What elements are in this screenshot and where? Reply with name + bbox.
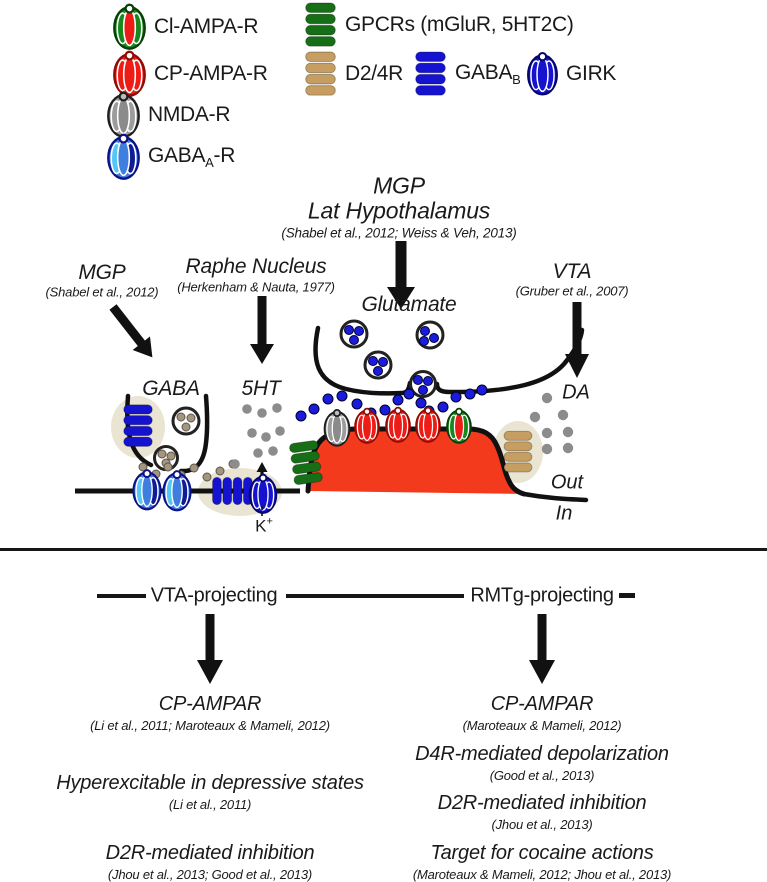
legend-label: Cl-AMPA-R — [154, 15, 259, 38]
finding-text: D2R-mediated inhibition — [437, 792, 647, 814]
arrow-mgp-lh — [387, 241, 415, 309]
input-arrows — [109, 241, 589, 684]
finding-ref: (Jhou et al., 2013; Good et al., 2013) — [107, 867, 313, 882]
finding-text: D2R-mediated inhibition — [105, 842, 315, 864]
finding-text: Hyperexcitable in depressive states — [56, 772, 364, 794]
heading-line-dash — [619, 593, 635, 598]
gaba-label: GABA — [142, 377, 200, 400]
finding-ref: (Good et al., 2013) — [489, 768, 595, 783]
legend-item-d24r: D2/4R — [303, 51, 403, 97]
dendritic-spine — [308, 429, 524, 494]
section-divider — [0, 548, 767, 551]
gabaa-receptor-2 — [162, 470, 192, 512]
finding-ref: (Maroteaux & Mameli, 2012; Jhou et al., … — [412, 867, 672, 882]
girk-receptor-membrane — [248, 473, 278, 514]
arrow-rmtg-projecting — [529, 614, 555, 684]
finding-text: CP-AMPAR — [490, 693, 594, 715]
gpcr-coil-membrane — [288, 439, 324, 486]
finding-text: CP-AMPAR — [158, 693, 262, 715]
potassium-label: K+ — [255, 515, 273, 536]
legend-label: GPCRs (mGluR, 5HT2C) — [345, 13, 574, 36]
input-top-ref: (Shabel et al., 2012; Weiss & Veh, 2013) — [281, 225, 517, 241]
legend-label: CP-AMPA-R — [154, 62, 268, 85]
legend-label: GABAB — [455, 60, 521, 88]
right-item-d2r-inhibition: D2R-mediated inhibition (Jhou et al., 20… — [438, 792, 647, 832]
input-middle-ref: (Herkenham & Nauta, 1977) — [177, 279, 335, 295]
heading-line-left — [97, 594, 146, 598]
serotonin-label: 5HT — [241, 377, 281, 400]
arrow-potassium — [256, 462, 268, 484]
left-item-d2r-inhibition: D2R-mediated inhibition (Jhou et al., 20… — [106, 842, 315, 882]
glutamate-vesicles — [339, 319, 445, 398]
arrow-mgp-left — [109, 304, 153, 358]
glutamate-label: Glutamate — [361, 293, 457, 316]
nmda-receptor-icon — [107, 91, 140, 138]
out-label: Out — [550, 471, 584, 494]
input-top-region2: Lat Hypothalamus — [307, 197, 491, 224]
legend-label: NMDA-R — [148, 103, 231, 126]
input-right-ref: (Gruber et al., 2007) — [515, 283, 629, 299]
vta-projecting-title: VTA-projecting — [150, 584, 278, 607]
left-item-cp-ampar: CP-AMPAR (Li et al., 2011; Maroteaux & M… — [90, 693, 330, 733]
legend-item-nmda: NMDA-R — [106, 91, 231, 139]
cp-ampa-receptor-2 — [385, 406, 411, 443]
legend-item-girk: GIRK — [526, 51, 616, 97]
finding-ref: (Li et al., 2011; Maroteaux & Mameli, 20… — [90, 718, 330, 733]
finding-ref: (Maroteaux & Mameli, 2012) — [462, 718, 622, 733]
d24r-coil-icon — [305, 51, 336, 96]
legend-item-cp-ampa: CP-AMPA-R — [112, 50, 268, 98]
serotonin-dots — [230, 403, 285, 469]
legend-item-gpcr: GPCRs (mGluR, 5HT2C) — [303, 2, 574, 48]
finding-text: D4R-mediated depolarization — [415, 743, 669, 765]
legend-item-cl-ampa: Cl-AMPA-R — [112, 3, 259, 51]
right-item-d4r-depolarization: D4R-mediated depolarization (Good et al.… — [415, 743, 669, 783]
legend-label: D2/4R — [345, 62, 404, 85]
arrow-raphe — [250, 296, 274, 364]
legend-label: GIRK — [566, 62, 617, 85]
in-label: In — [555, 502, 573, 525]
gabaa-receptor-1 — [132, 469, 162, 511]
arrow-vta-projecting — [197, 614, 223, 684]
input-top-name: MGP — [373, 172, 425, 199]
input-left-ref: (Shabel et al., 2012) — [45, 284, 159, 300]
rmtg-projecting-title: RMTg-projecting — [470, 584, 614, 607]
gabab-coil-icon — [415, 51, 446, 96]
gpcr-coil-icon — [305, 2, 336, 47]
left-item-hyperexcitable: Hyperexcitable in depressive states (Li … — [56, 772, 364, 812]
input-left-name: MGP — [78, 261, 126, 284]
legend-item-gabaa: GABAA-R — [106, 133, 235, 181]
input-right-name: VTA — [552, 260, 592, 283]
cp-ampa-receptor-1 — [354, 407, 380, 444]
cl-ampa-receptor-icon — [113, 3, 146, 50]
heading-line-middle — [286, 594, 464, 598]
nmda-receptor-spine — [323, 408, 351, 447]
dopamine-label: DA — [562, 381, 590, 404]
finding-ref: (Jhou et al., 2013) — [491, 817, 593, 832]
cl-ampa-receptor-spine — [446, 407, 472, 444]
legend-item-gabab: GABAB — [413, 51, 521, 97]
input-middle-name: Raphe Nucleus — [185, 255, 327, 278]
right-item-cp-ampar: CP-AMPAR (Maroteaux & Mameli, 2012) — [463, 693, 622, 733]
dopamine-dots — [529, 392, 574, 455]
right-item-cocaine-target: Target for cocaine actions (Maroteaux & … — [412, 842, 672, 882]
cp-ampa-receptor-3 — [415, 406, 441, 443]
finding-text: Target for cocaine actions — [430, 842, 654, 864]
gabaa-receptor-icon — [107, 133, 140, 180]
girk-receptor-icon — [527, 51, 558, 96]
finding-ref: (Li et al., 2011) — [168, 797, 252, 812]
legend-label: GABAA-R — [148, 143, 236, 171]
